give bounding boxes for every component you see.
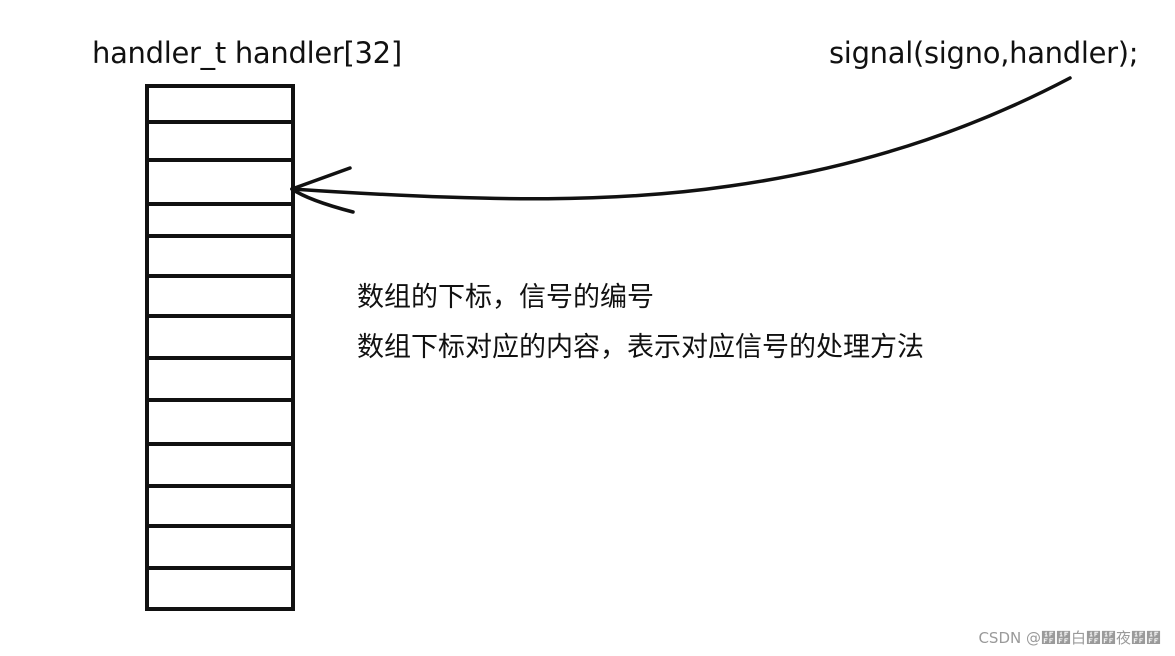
array-slot <box>145 484 295 528</box>
array-slot <box>145 398 295 446</box>
array-slot <box>145 566 295 611</box>
handler-array <box>145 84 295 611</box>
array-slot <box>145 158 295 206</box>
array-slot <box>145 84 295 124</box>
array-slot <box>145 120 295 162</box>
array-slot <box>145 356 295 402</box>
array-slot <box>145 314 295 360</box>
description-index-label: 数组的下标，信号的编号 <box>357 282 654 313</box>
arrowhead-lower <box>290 187 355 214</box>
array-declaration-label: handler_t handler[32] <box>92 36 402 70</box>
csdn-watermark: CSDN @῿῿白῿῿夜῿῿ <box>978 629 1161 647</box>
array-frame <box>145 84 295 611</box>
array-slot <box>145 274 295 318</box>
arrow-curve <box>290 76 1072 201</box>
arrowhead-upper <box>290 166 352 191</box>
description-content-label: 数组下标对应的内容，表示对应信号的处理方法 <box>357 332 924 363</box>
array-slot <box>145 524 295 570</box>
array-slot <box>145 442 295 488</box>
array-slot <box>145 234 295 278</box>
signal-call-label: signal(signo,handler); <box>829 36 1139 70</box>
array-slot <box>145 202 295 238</box>
